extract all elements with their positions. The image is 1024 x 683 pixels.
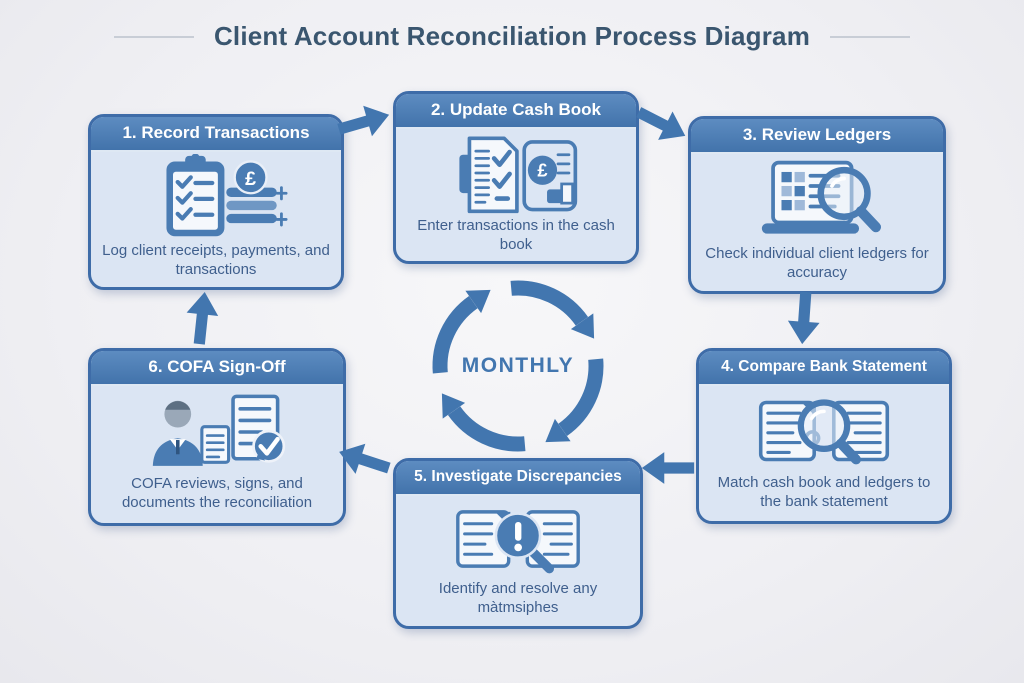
arrow-step3-to-step4-icon <box>787 291 820 345</box>
step-1-description: Log client receipts, payments, and trans… <box>102 242 330 278</box>
step-box-1: 1. Record Transactions £ <box>88 114 344 290</box>
step-5-header: 5. Investigate Discrepancies <box>396 461 640 496</box>
step-box-2: 2. Update Cash Book <box>393 91 639 264</box>
step-3-header: 3. Review Ledgers <box>691 119 943 154</box>
step-2-description: Enter transactions in the cash book <box>417 217 615 253</box>
step-box-3: 3. Review Ledgers <box>688 116 946 294</box>
step-4-header: 4. Compare Bank Statement <box>699 351 949 386</box>
arrow-step6-to-step1-icon <box>186 292 219 345</box>
monthly-cycle: MONTHLY <box>408 270 628 462</box>
step-6-header: 6. COFA Sign-Off <box>91 351 343 386</box>
step-3-description: Check individual client ledgers for accu… <box>705 245 929 281</box>
cycle-label: MONTHLY <box>461 354 575 377</box>
title-right-dash <box>830 35 911 38</box>
step-5-description: Identify and resolve any màtmsiphes <box>438 579 598 616</box>
clipboard-checklist-coins-icon: £ <box>143 154 289 240</box>
step-4-description: Match cash book and ledgers to the bank … <box>717 474 931 510</box>
step-6-description: COFA reviews, signs, and documents the r… <box>121 475 313 511</box>
pound-book-icon: £ <box>537 160 547 181</box>
documents-magnifier-icon <box>744 390 904 472</box>
arrow-step2-to-step3-icon <box>636 107 686 140</box>
step-box-6: 6. COFA Sign-Off <box>88 348 346 526</box>
step-box-5: 5. Investigate Discrepancies <box>393 458 643 629</box>
arrow-step4-to-step5-icon <box>641 452 695 484</box>
arrow-step5-to-step6-icon <box>339 443 391 474</box>
step-box-4: 4. Compare Bank Statement <box>696 348 952 524</box>
arrow-step1-to-step2-icon <box>337 105 390 137</box>
title-left-dash <box>113 35 194 38</box>
step-1-header: 1. Record Transactions <box>91 117 341 152</box>
book-alert-magnifier-icon <box>440 500 596 578</box>
laptop-magnifier-icon <box>743 157 891 243</box>
document-check-cashbook-icon: £ <box>443 131 589 215</box>
step-2-header: 2. Update Cash Book <box>396 94 636 129</box>
person-document-check-icon <box>140 391 294 473</box>
title-row: Client Account Reconciliation Process Di… <box>0 21 1024 52</box>
pound-coin-icon: £ <box>245 168 256 190</box>
page-title: Client Account Reconciliation Process Di… <box>213 21 811 51</box>
cycle-arrows-icon <box>408 280 628 462</box>
